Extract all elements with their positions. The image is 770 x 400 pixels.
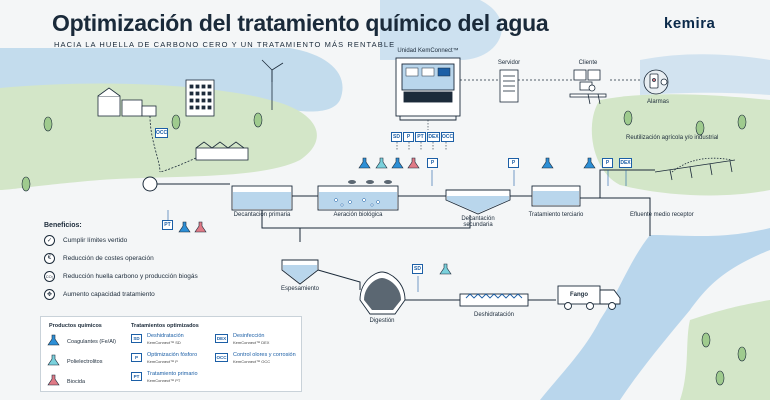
chip-p-tertiary[interactable]: P <box>602 158 613 168</box>
chip-p-secondary[interactable]: P <box>508 158 519 168</box>
label-sludge: Fango <box>570 292 588 298</box>
legend-treatment-p-sub: KemConnect™ P <box>147 359 178 364</box>
chip-dex[interactable]: DEX <box>619 158 632 168</box>
legend-product-coagulant: Coagulantes (Fe/Al) <box>67 339 116 345</box>
benefit-item: ✥ Aumento capacidad tratamiento <box>44 288 198 300</box>
coagulant-flask-icon <box>47 334 60 346</box>
label-secondary: Decantación secundaria <box>461 216 495 228</box>
legend-treatment-occ: Control olores y corrosión <box>233 352 296 358</box>
chip-unit-dex[interactable]: DEX <box>427 132 440 142</box>
chip-sd[interactable]: SD <box>412 264 423 274</box>
chip-occ[interactable]: OCC <box>155 128 168 138</box>
legend-treatment-pt-sub: KemConnect™ PT <box>147 378 181 383</box>
legend-chip-sd: SD <box>131 334 142 343</box>
benefit-text: Reducción de costes operación <box>63 254 154 262</box>
benefit-text: Reducción huella carbono y producción bi… <box>63 272 198 280</box>
benefits-title: Beneficios: <box>44 222 82 229</box>
panel-brand: kemira <box>408 104 425 110</box>
benefit-item: € Reducción de costes operación <box>44 252 198 264</box>
legend-treatments-title: Tratamientos optimizados <box>131 323 199 329</box>
benefit-item: ✓ Cumplir límites vertido <box>44 234 198 246</box>
kemira-logo: kemira <box>664 15 716 32</box>
client-label: Cliente <box>578 60 598 66</box>
euro-icon: € <box>44 252 55 264</box>
chip-unit-p[interactable]: P <box>403 132 414 142</box>
label-tertiary: Tratamiento terciario <box>528 212 584 218</box>
label-dewatering: Deshidratación <box>473 312 515 318</box>
benefits-panel: Beneficios: ✓ Cumplir límites vertido € … <box>44 222 198 306</box>
benefit-text: Cumplir límites vertido <box>63 236 128 244</box>
page-subtitle: HACIA LA HUELLA DE CARBONO CERO Y UN TRA… <box>54 40 396 49</box>
label-reuse: Reutilización agrícola y/o industrial <box>626 135 719 141</box>
legend-treatment-pt: Tratamiento primario <box>147 371 198 377</box>
legend-products-title: Productos químicos <box>49 323 102 329</box>
check-icon: ✓ <box>44 234 55 246</box>
label-digestion: Digestión <box>369 318 395 324</box>
label-effluent: Efluente medio receptor <box>630 212 694 218</box>
legend-treatment-dex-sub: KemConnect™ DEX <box>233 340 270 345</box>
legend-chip-pt: PT <box>131 372 142 381</box>
legend-product-biocide: Biocida <box>67 379 86 385</box>
label-primary: Decantación primaria <box>233 212 291 218</box>
legend-box: Productos químicos Tratamientos optimiza… <box>40 316 302 392</box>
legend-treatment-dex: Desinfección <box>233 333 265 339</box>
server-label: Servidor <box>497 60 521 66</box>
chip-p-aeration[interactable]: P <box>427 158 438 168</box>
legend-treatment-p: Optimización fósforo <box>147 352 198 358</box>
alarms-label: Alarmas <box>646 99 670 105</box>
biocide-flask-icon <box>47 374 60 386</box>
legend-chip-dex: DEX <box>215 334 228 343</box>
legend-treatment-occ-sub: KemConnect™ OCC <box>233 359 271 364</box>
label-aeration: Aeración biológica <box>333 212 383 218</box>
chip-pt[interactable]: PT <box>162 220 173 230</box>
legend-flasks <box>47 334 60 386</box>
legend-treatment-sd-sub: KemConnect™ SD <box>147 340 181 345</box>
legend-chip-occ: OCC <box>215 353 228 362</box>
legend-treatment-sd: Deshidratación <box>147 333 184 339</box>
label-thickening: Espesamiento <box>280 286 320 292</box>
chip-unit-sd[interactable]: SD <box>391 132 402 142</box>
benefit-item: CO₂ Reducción huella carbono y producció… <box>44 270 198 282</box>
polyelectrolyte-flask-icon <box>47 354 60 366</box>
chip-unit-pt[interactable]: PT <box>415 132 426 142</box>
kemconnect-unit-label: Unidad KemConnect™ <box>397 48 459 54</box>
chip-unit-occ[interactable]: OCC <box>441 132 454 142</box>
benefit-text: Aumento capacidad tratamiento <box>63 290 155 298</box>
legend-chip-p: P <box>131 353 142 362</box>
page-title: Optimización del tratamiento químico del… <box>52 10 549 36</box>
co2-icon: CO₂ <box>44 270 55 282</box>
legend-product-polyelectrolyte: Polielectrolitos <box>67 359 103 365</box>
expand-icon: ✥ <box>44 288 55 300</box>
